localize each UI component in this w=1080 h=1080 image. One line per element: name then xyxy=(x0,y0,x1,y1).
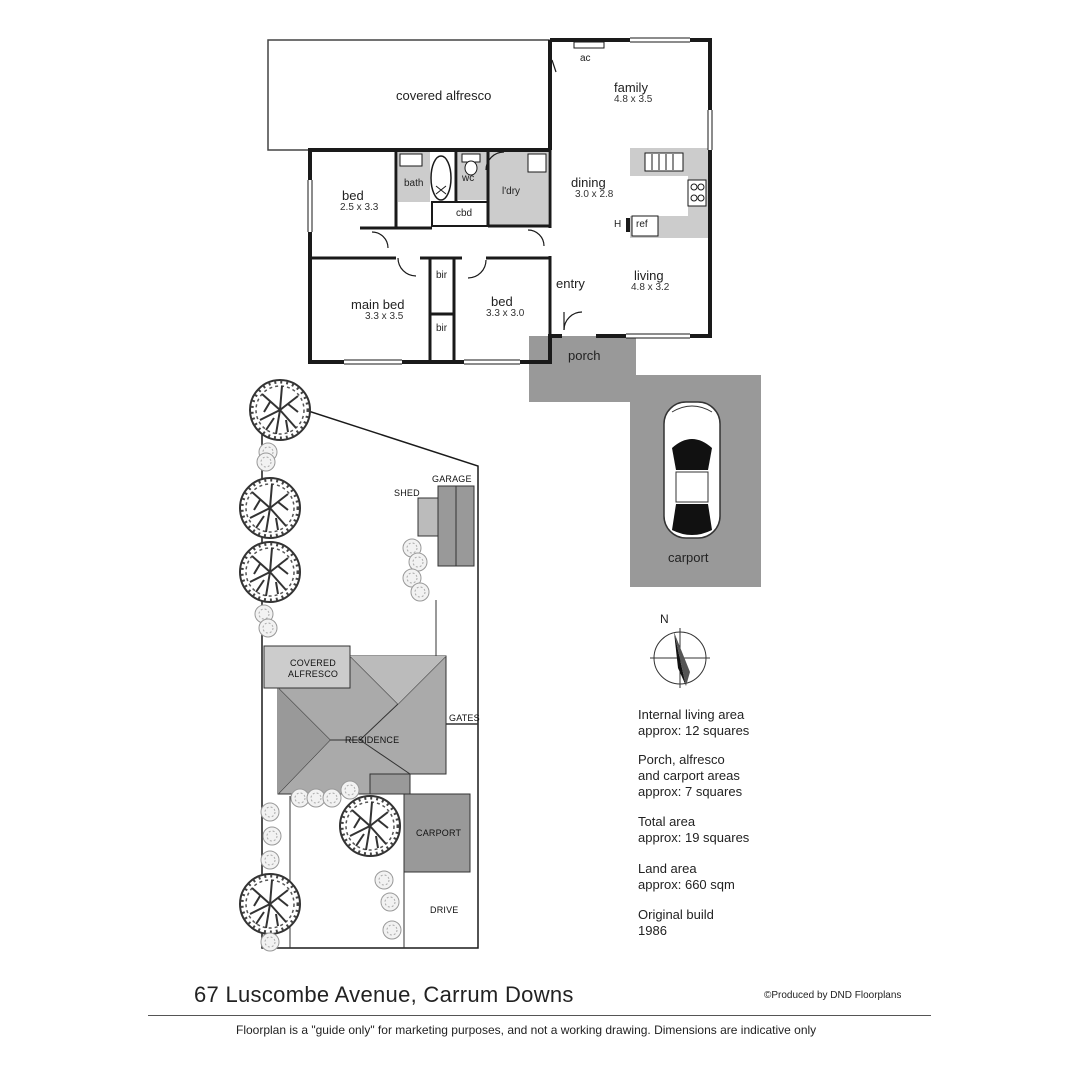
site-label-garage: GARAGE xyxy=(432,474,472,484)
room-label-dining: dining xyxy=(571,175,606,190)
footer-divider xyxy=(148,1015,931,1016)
fridge-space xyxy=(631,215,659,237)
internal-area-info: Internal living area approx: 12 squares xyxy=(638,707,750,738)
room-label-bath: bath xyxy=(404,178,424,189)
house-floorplan xyxy=(267,37,761,587)
room-dims-living: 4.8 x 3.2 xyxy=(631,282,670,293)
site-label-drive: DRIVE xyxy=(430,905,459,915)
room-label-laundry: l'dry xyxy=(502,186,521,197)
bir-label-bottom: bir xyxy=(436,323,448,334)
north-arrow-icon xyxy=(650,628,710,688)
property-address-title: 67 Luscombe Avenue, Carrum Downs xyxy=(194,982,574,1007)
site-plan xyxy=(261,394,479,949)
room-label-living: living xyxy=(634,268,664,283)
site-label-gates: GATES xyxy=(449,713,480,723)
disclaimer-text: Floorplan is a "guide only" for marketin… xyxy=(236,1023,817,1037)
cooktop-icon xyxy=(687,179,707,207)
build-year-info: Original build 1986 xyxy=(638,907,714,938)
car-icon xyxy=(663,401,721,539)
h-label: H xyxy=(614,219,622,230)
ac-label: ac xyxy=(580,53,591,64)
total-area-info: Total area approx: 19 squares xyxy=(638,814,750,845)
room-label-entry: entry xyxy=(556,276,585,291)
site-label-shed: SHED xyxy=(394,488,420,498)
site-label-alfresco-1: COVERED xyxy=(290,658,336,668)
sink-icon xyxy=(644,152,684,172)
shed xyxy=(417,497,439,537)
room-dims-dining: 3.0 x 2.8 xyxy=(575,189,614,200)
room-label-family: family xyxy=(614,80,648,95)
room-label-porch: porch xyxy=(568,348,601,363)
room-label-bed2: bed xyxy=(491,294,513,309)
ref-label: ref xyxy=(636,219,648,230)
kitchen-island-cut xyxy=(630,176,688,216)
room-dims-bed2: 3.3 x 3.0 xyxy=(486,308,525,319)
site-label-residence: RESIDENCE xyxy=(345,735,400,745)
bir-label-top: bir xyxy=(436,270,448,281)
room-dims-bed1: 2.5 x 3.3 xyxy=(340,202,379,213)
room-label-covered-alfresco: covered alfresco xyxy=(396,88,492,103)
bathtub-icon xyxy=(430,155,452,201)
site-label-alfresco-2: ALFRESCO xyxy=(288,669,339,679)
porch-area-info: Porch, alfresco and carport areas approx… xyxy=(638,752,743,799)
producer-credit: ©Produced by DND Floorplans xyxy=(764,990,902,1001)
room-label-main-bed: main bed xyxy=(351,297,405,312)
site-label-carport: CARPORT xyxy=(416,828,462,838)
room-label-carport: carport xyxy=(668,550,709,565)
room-label-cbd: cbd xyxy=(456,208,473,219)
room-label-wc: wc xyxy=(462,173,475,184)
room-dims-family: 4.8 x 3.5 xyxy=(614,94,653,105)
air-conditioner-icon xyxy=(573,41,605,49)
room-label-bed1: bed xyxy=(342,188,364,203)
laundry-tub-icon xyxy=(527,153,547,173)
land-area-info: Land area approx: 660 sqm xyxy=(638,861,735,892)
compass-north-label: N xyxy=(660,612,669,626)
covered-alfresco-area xyxy=(267,39,550,151)
room-dims-main-bed: 3.3 x 3.5 xyxy=(365,311,404,322)
porch-carport-area xyxy=(529,336,761,587)
